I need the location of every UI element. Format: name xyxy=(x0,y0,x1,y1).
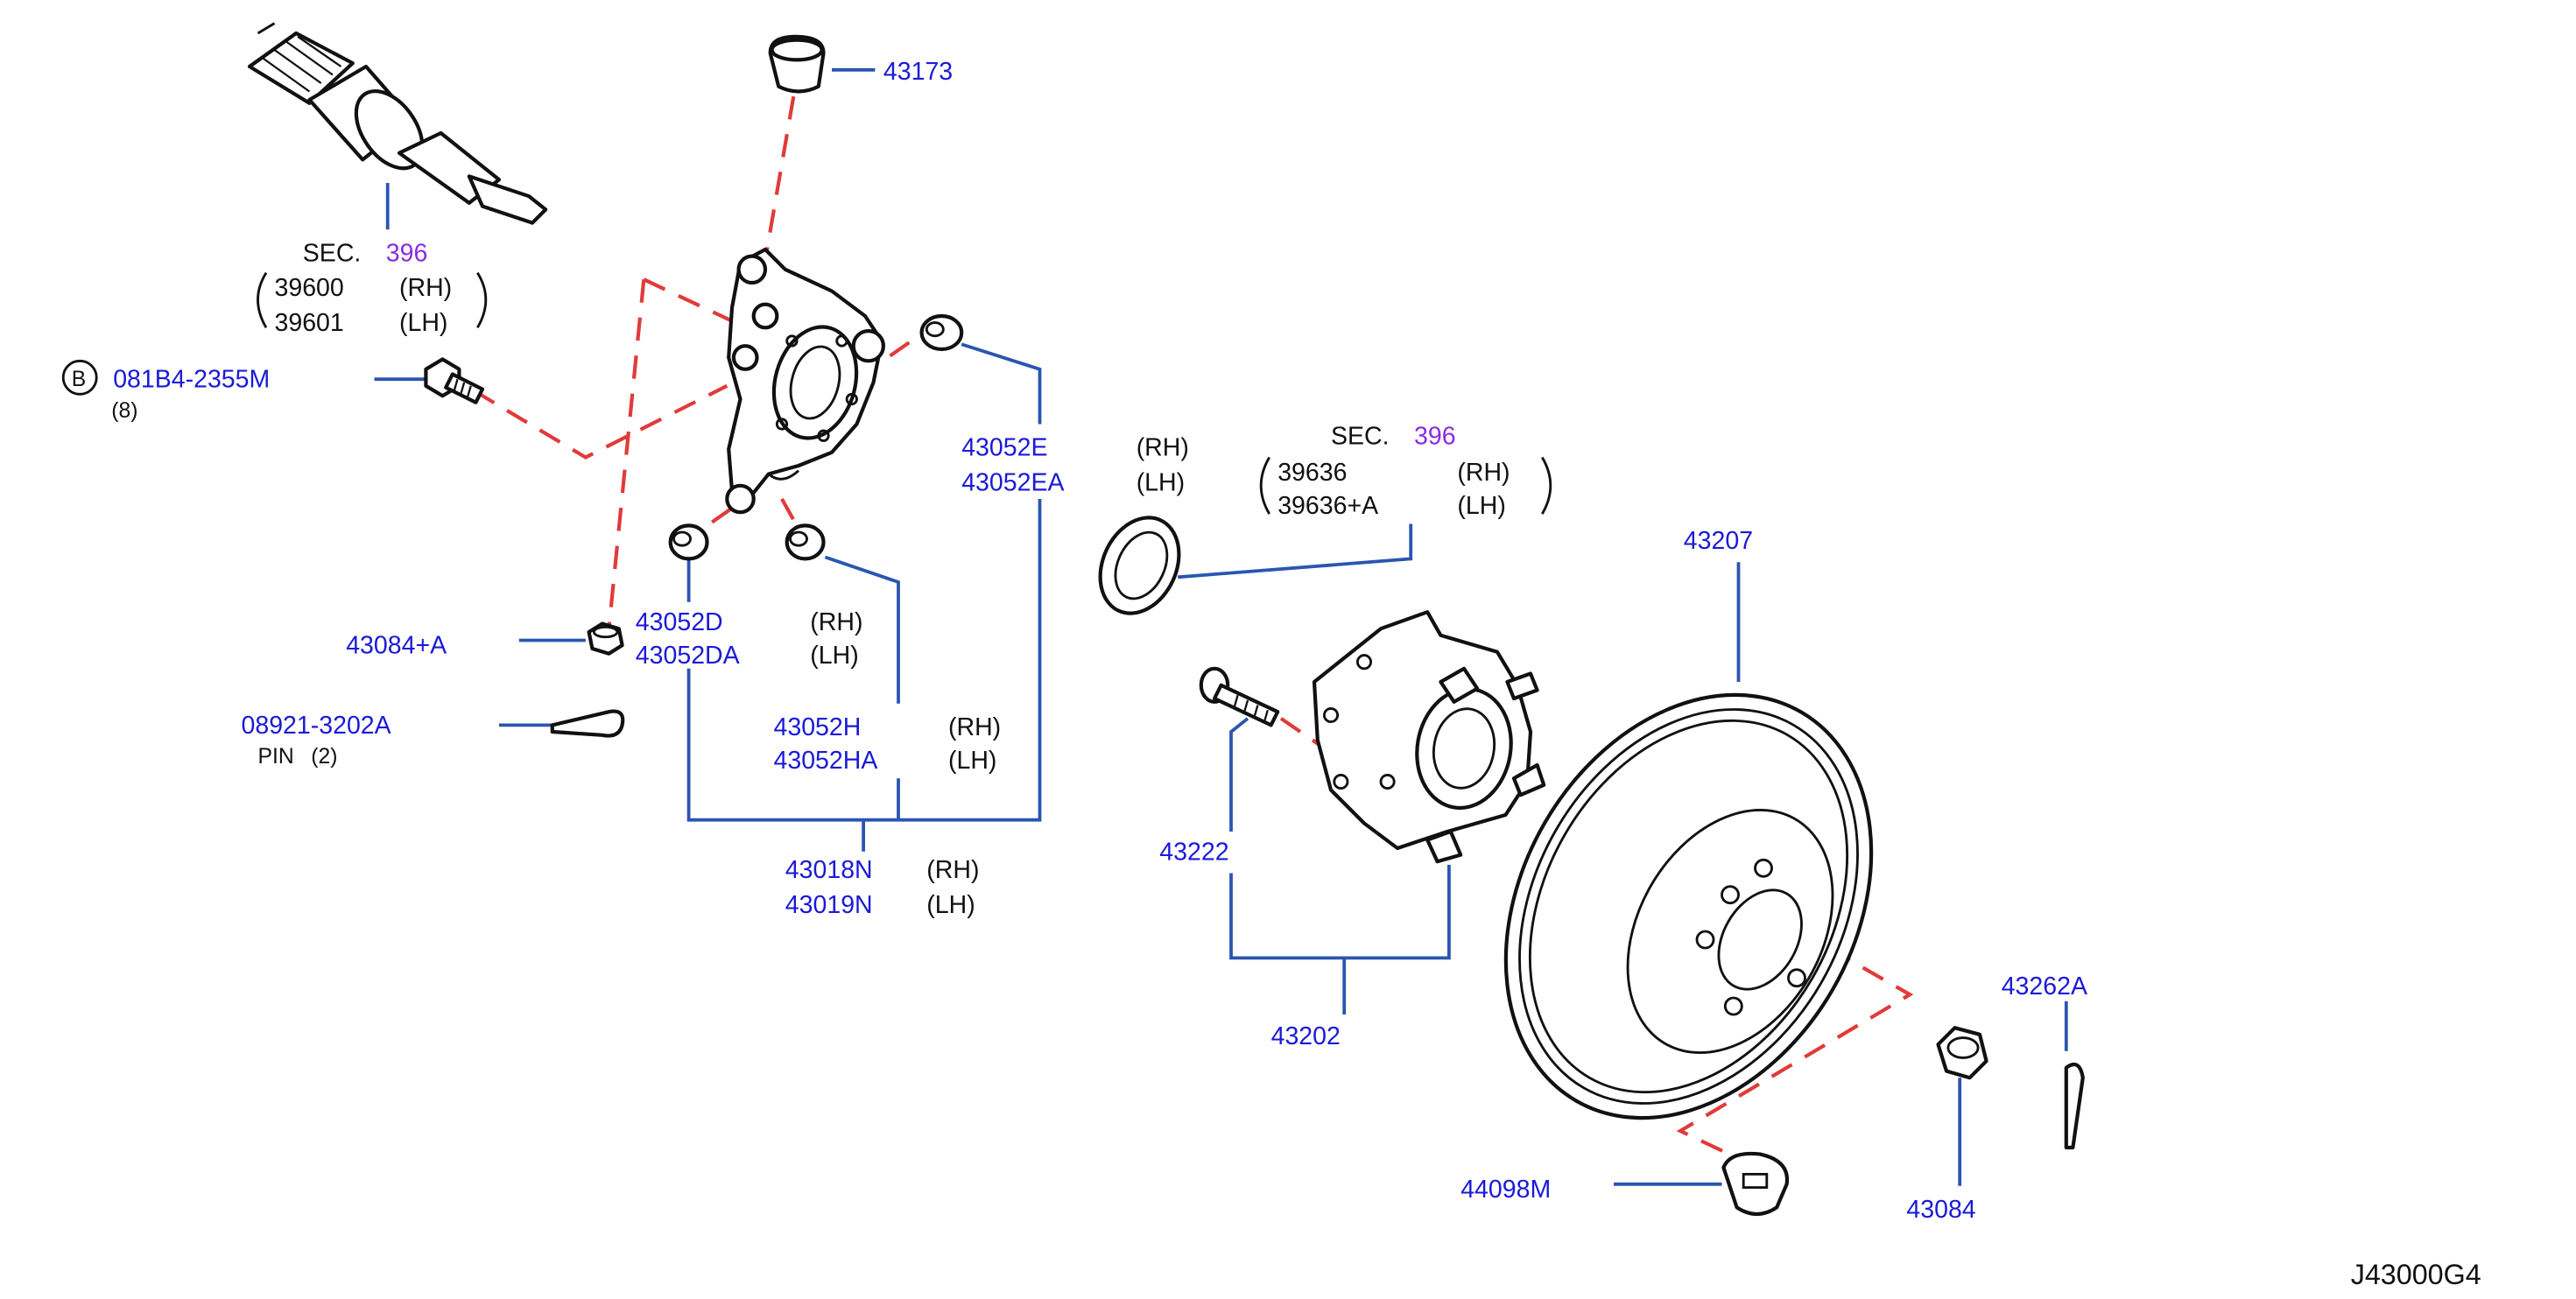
bush-e-rh-side: (RH) xyxy=(1137,434,1189,462)
drive-shaft-rh-part: 39600 xyxy=(275,274,344,302)
bush-d-rh-part[interactable]: 43052D xyxy=(636,608,723,636)
seal-lh-side: (LH) xyxy=(1457,492,1505,520)
drive-shaft-sec-label: SEC. xyxy=(303,239,362,267)
seal-sec-label: SEC. xyxy=(1331,422,1390,450)
drive-shaft-sec-link[interactable]: 396 xyxy=(386,239,428,267)
bush-e-lh-side: (LH) xyxy=(1137,468,1185,496)
leader-lines xyxy=(374,67,2068,1186)
seal-drawing xyxy=(1098,516,1181,615)
bush-h-lh-part[interactable]: 43052HA xyxy=(774,747,878,775)
knuckle-rh-part[interactable]: 43018N xyxy=(785,856,873,884)
drive-shaft-lh-part: 39601 xyxy=(275,309,344,337)
nut-a-part-number[interactable]: 43084+A xyxy=(346,632,447,660)
bush-e-lh-part[interactable]: 43052EA xyxy=(961,468,1064,496)
hub-part-number[interactable]: 43202 xyxy=(1271,1022,1341,1050)
drive-shaft-drawing xyxy=(247,22,548,225)
bush-d-lh-part[interactable]: 43052DA xyxy=(636,642,740,670)
bushing-43052d-drawing xyxy=(668,523,709,561)
b-circle-icon xyxy=(61,359,98,396)
plug-44098m-drawing xyxy=(1721,1151,1790,1217)
drive-shaft-lh-side: (LH) xyxy=(399,309,447,337)
hub-bolt-part-number[interactable]: 43222 xyxy=(1159,838,1228,866)
bushing-43052h-drawing xyxy=(785,523,826,561)
bush-d-rh-side: (RH) xyxy=(810,608,862,636)
brake-rotor-drawing xyxy=(1503,692,1874,1120)
rotor-part-number[interactable]: 43207 xyxy=(1684,527,1753,555)
nut-part-number[interactable]: 43084 xyxy=(1906,1196,1975,1224)
hub-assembly-drawing xyxy=(1312,610,1546,864)
pin-quantity: (2) xyxy=(311,745,337,769)
bolt-part-number[interactable]: 081B4-2355M xyxy=(113,366,270,394)
bush-h-lh-side: (LH) xyxy=(948,747,996,775)
cap-part-number[interactable]: 43173 xyxy=(883,58,953,86)
hub-bolt-drawing xyxy=(1199,666,1280,727)
bushing-43052e-drawing xyxy=(919,313,964,352)
bolt-quantity: (8) xyxy=(111,399,137,423)
pin-label: PIN xyxy=(258,745,294,769)
seal-rh-part: 39636 xyxy=(1277,459,1347,487)
seal-sec-link[interactable]: 396 xyxy=(1414,422,1456,450)
cotter-pin-part-number[interactable]: 43262A xyxy=(2002,972,2087,1001)
knuckle-bolt-drawing xyxy=(424,357,485,404)
drive-shaft-rh-side: (RH) xyxy=(399,274,452,302)
bush-h-rh-part[interactable]: 43052H xyxy=(774,713,862,741)
cotter-pin-43262a-drawing xyxy=(2064,1062,2085,1150)
seal-lh-part: 39636+A xyxy=(1277,492,1378,520)
nut-43084a-drawing xyxy=(587,621,624,656)
bolt-circle-letter: B xyxy=(72,368,86,391)
knuckle-rh-side: (RH) xyxy=(926,856,979,884)
seal-rh-side: (RH) xyxy=(1457,459,1510,487)
bush-e-rh-part[interactable]: 43052E xyxy=(961,434,1047,462)
bush-d-lh-side: (LH) xyxy=(810,642,858,670)
bush-h-rh-side: (RH) xyxy=(948,713,1001,741)
pin-part-number[interactable]: 08921-3202A xyxy=(242,712,391,740)
cap-43173-drawing xyxy=(768,34,826,94)
knuckle-lh-side: (LH) xyxy=(926,891,975,919)
nut-43084-drawing xyxy=(1936,1026,1988,1080)
plug-part-number[interactable]: 44098M xyxy=(1460,1176,1551,1204)
cotter-pin-08921-drawing xyxy=(550,709,625,738)
steering-knuckle-drawing xyxy=(725,247,885,515)
diagram-code: J43000G4 xyxy=(2351,1259,2481,1290)
knuckle-lh-part[interactable]: 43019N xyxy=(785,891,873,919)
